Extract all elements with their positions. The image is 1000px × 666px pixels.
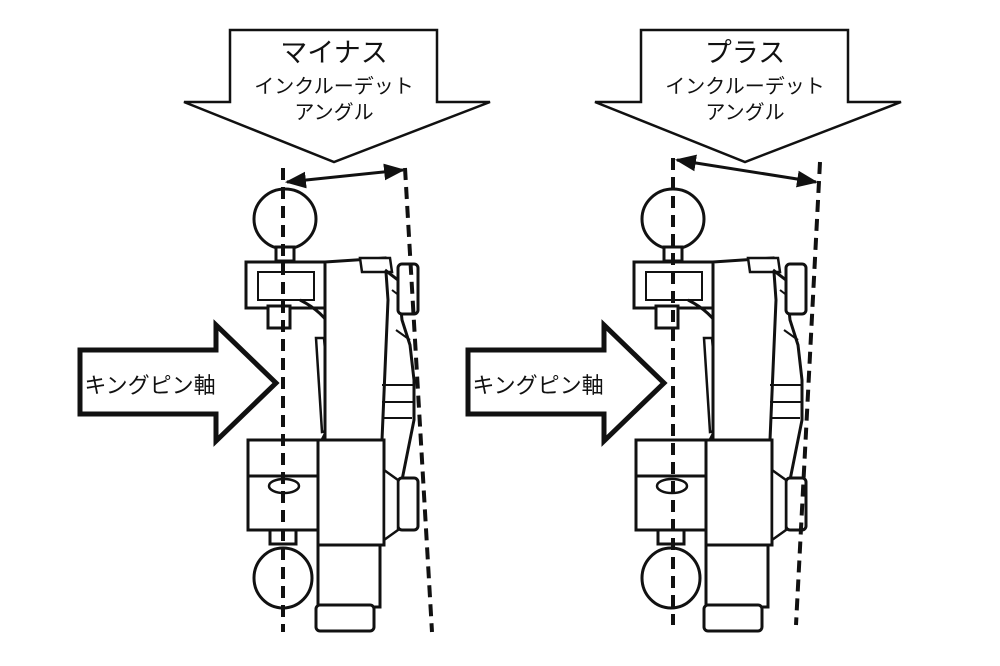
kingpin-axis-label: キングピン軸 [84,374,215,399]
panel-subtitle-line1: インクルーデット [254,74,413,98]
panel-plus: プラス インクルーデット アングル キングピン軸 [468,28,903,633]
wheel-centerline [794,161,822,626]
panel-minus: マイナス インクルーデット アングル キングピン軸 [80,28,492,633]
knuckle-assembly [632,187,808,633]
panel-title: プラス [705,38,785,69]
panel-subtitle-line2: アングル [705,100,784,124]
angle-arrow [284,163,406,189]
panel-subtitle-line1: インクルーデット [665,74,824,98]
wheel-centerline [403,167,434,633]
kingpin-axis-label: キングピン軸 [472,374,603,399]
knuckle-assembly [244,187,420,633]
angle-arrow [674,154,819,188]
panel-title: マイナス [280,38,387,69]
panel-subtitle-line2: アングル [294,100,373,124]
